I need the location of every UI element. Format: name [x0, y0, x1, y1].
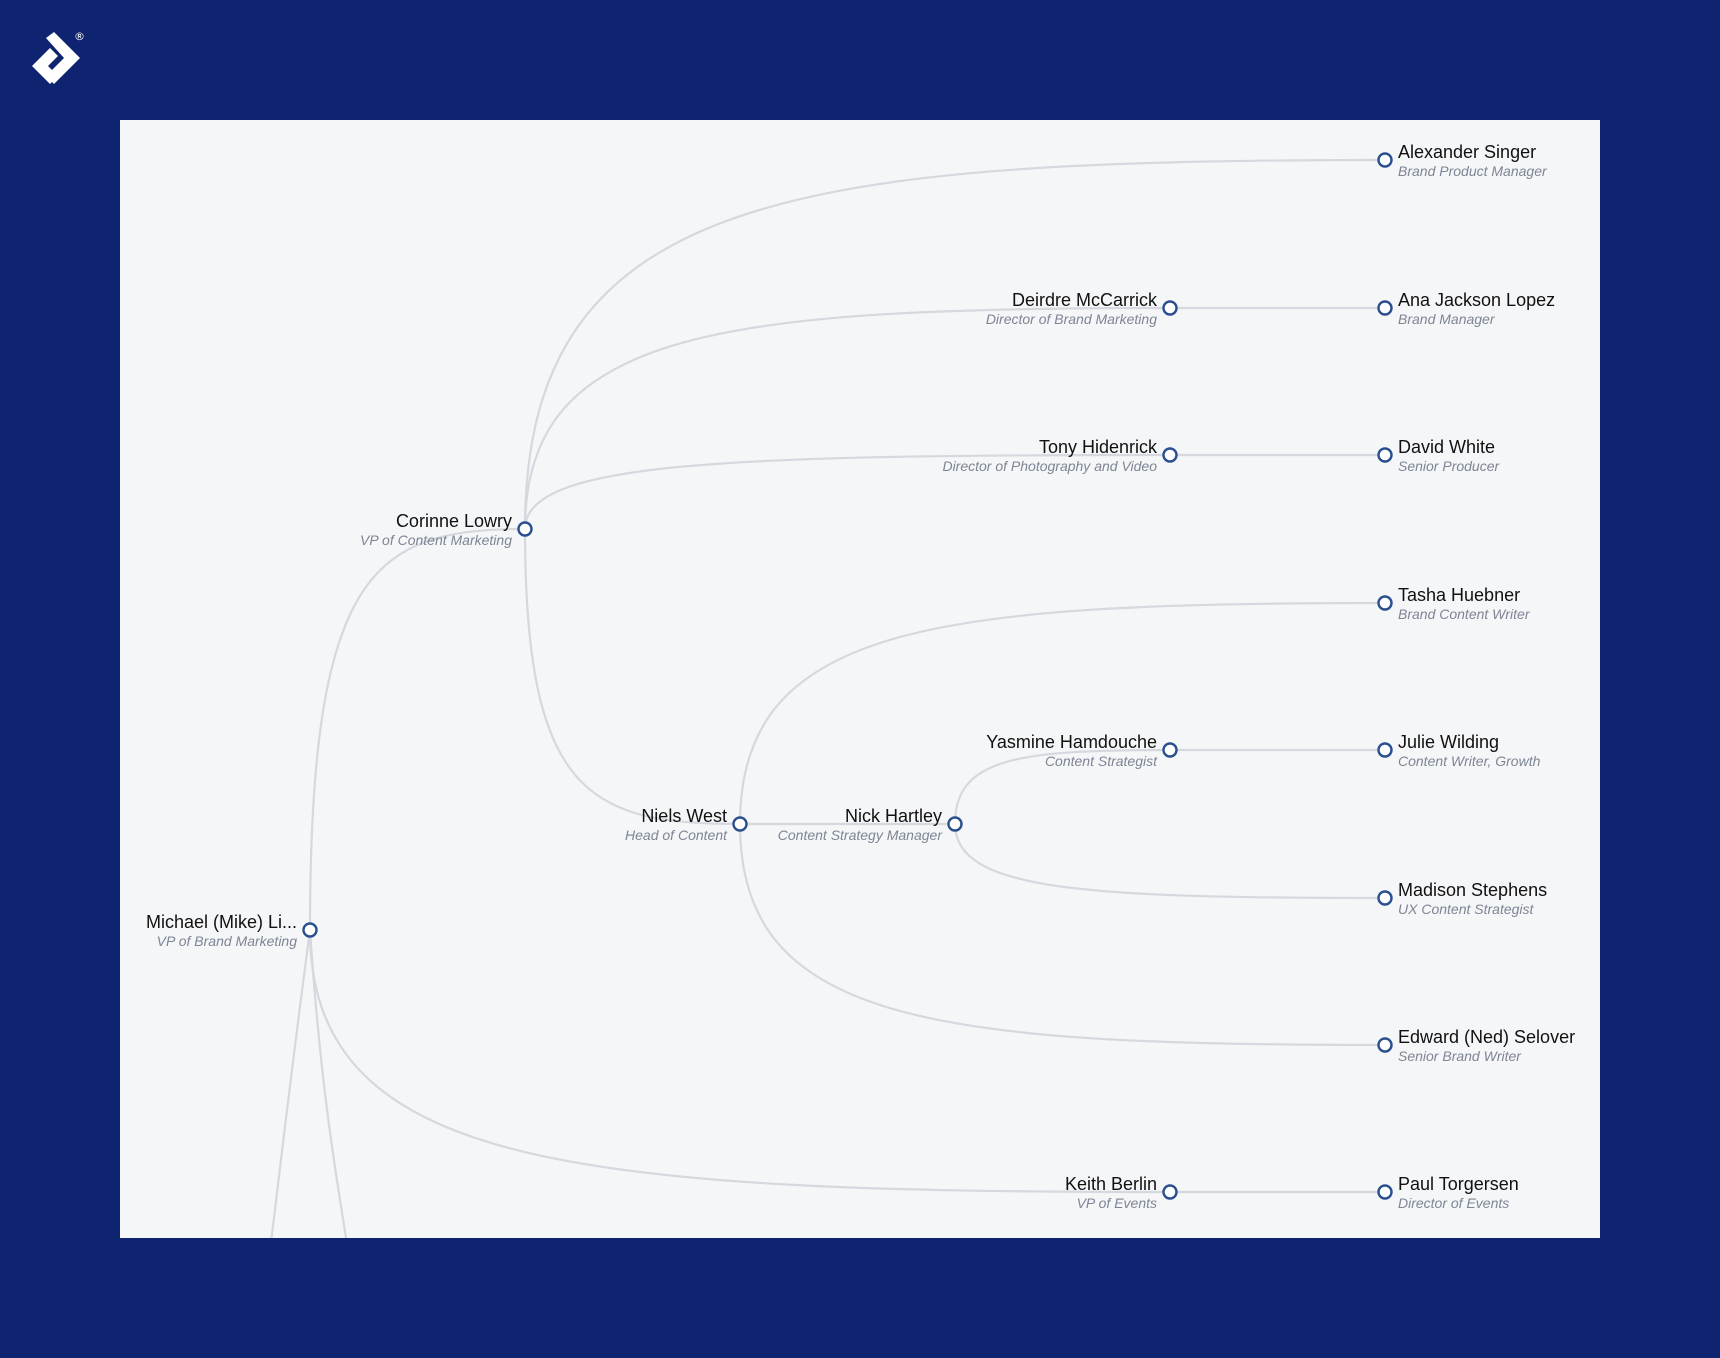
node-name: Julie Wilding [1398, 732, 1499, 752]
node-title: VP of Content Marketing [360, 532, 512, 548]
node-dot[interactable] [1377, 595, 1393, 611]
node-title: VP of Events [1077, 1195, 1157, 1211]
node-name: Corinne Lowry [396, 511, 512, 531]
node-title: Director of Photography and Video [942, 458, 1157, 474]
node-title: Brand Content Writer [1398, 606, 1531, 622]
org-chart-panel[interactable]: Michael (Mike) Li...VP of Brand Marketin… [120, 120, 1600, 1238]
node-title: Director of Brand Marketing [986, 311, 1157, 327]
org-tree-diagram[interactable]: Michael (Mike) Li...VP of Brand Marketin… [120, 120, 1600, 1238]
node-dot[interactable] [1377, 1184, 1393, 1200]
node-name: Nick Hartley [845, 806, 942, 826]
link-nick-madison [953, 823, 1386, 900]
node-dot[interactable] [1377, 1037, 1393, 1053]
node-name: Paul Torgersen [1398, 1174, 1519, 1194]
link-niels-edward [738, 823, 1386, 1047]
node-name: Keith Berlin [1065, 1174, 1157, 1194]
node-dot[interactable] [302, 922, 318, 938]
link-corinne-niels [523, 528, 741, 826]
node-title: Content Strategy Manager [778, 827, 944, 843]
link-mike-offscreen-1 [270, 929, 312, 1238]
link-niels-tasha [738, 601, 1386, 825]
node-dot[interactable] [1377, 152, 1393, 168]
link-corinne-tony [523, 453, 1171, 530]
registered-mark: ® [74, 30, 85, 43]
node-name: Madison Stephens [1398, 880, 1547, 900]
node-title: Head of Content [625, 827, 728, 843]
node-name: Edward (Ned) Selover [1398, 1027, 1575, 1047]
node-dot[interactable] [517, 521, 533, 537]
node-dot[interactable] [732, 816, 748, 832]
node-mike[interactable]: Michael (Mike) Li...VP of Brand Marketin… [146, 912, 318, 949]
node-dot[interactable] [1162, 300, 1178, 316]
node-name: Deirdre McCarrick [1012, 290, 1158, 310]
node-title: UX Content Strategist [1398, 901, 1535, 917]
link-corinne-alexander [523, 158, 1386, 530]
node-name: Ana Jackson Lopez [1398, 290, 1555, 310]
node-name: Niels West [641, 806, 727, 826]
node-title: Content Writer, Growth [1398, 753, 1541, 769]
toptal-logo-icon[interactable]: ® [26, 26, 86, 92]
node-name: Yasmine Hamdouche [986, 732, 1157, 752]
links-layer [270, 158, 1386, 1238]
node-dot[interactable] [1162, 742, 1178, 758]
node-name: Michael (Mike) Li... [146, 912, 297, 932]
node-name: David White [1398, 437, 1495, 457]
node-dot[interactable] [1162, 447, 1178, 463]
node-dot[interactable] [947, 816, 963, 832]
node-dot[interactable] [1162, 1184, 1178, 1200]
link-nick-yasmine [953, 748, 1171, 825]
nodes-layer: Michael (Mike) Li...VP of Brand Marketin… [146, 142, 1575, 1211]
link-corinne-deirdre [523, 306, 1171, 530]
node-name: Tasha Huebner [1398, 585, 1520, 605]
node-title: Director of Events [1398, 1195, 1509, 1211]
node-title: Content Strategist [1045, 753, 1158, 769]
node-title: Brand Manager [1398, 311, 1496, 327]
node-dot[interactable] [1377, 447, 1393, 463]
link-mike-keith [308, 929, 1171, 1194]
node-name: Tony Hidenrick [1039, 437, 1158, 457]
node-dot[interactable] [1377, 742, 1393, 758]
node-dot[interactable] [1377, 300, 1393, 316]
node-dot[interactable] [1377, 890, 1393, 906]
node-name: Alexander Singer [1398, 142, 1536, 162]
link-mike-corinne [308, 527, 526, 931]
node-title: Brand Product Manager [1398, 163, 1548, 179]
node-title: Senior Producer [1398, 458, 1501, 474]
node-title: Senior Brand Writer [1398, 1048, 1522, 1064]
link-mike-offscreen-2 [308, 929, 348, 1238]
node-title: VP of Brand Marketing [157, 933, 298, 949]
